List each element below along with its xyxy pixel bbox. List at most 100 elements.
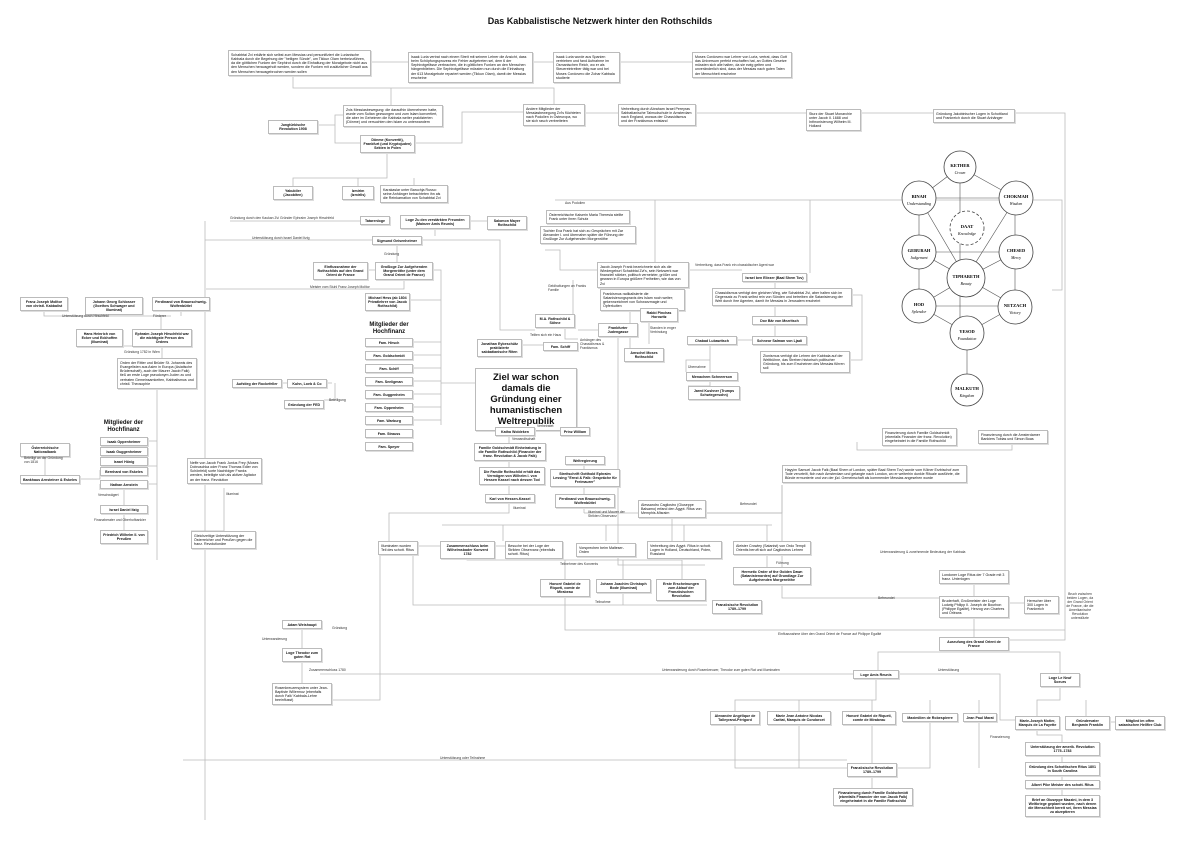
node-member: Nathan Arnstein bbox=[100, 480, 148, 490]
node-horowitz: Rabbi Pinchas Horowitz bbox=[640, 308, 678, 322]
node-fam: Fam. Guggenheim bbox=[365, 390, 413, 400]
node-orden-johannis: Orden der Ritter und Brüder St. Johannis… bbox=[117, 358, 197, 389]
node-grand-orient: Ausrufung des Grand Orient de France bbox=[939, 637, 1009, 651]
node-ecker: Hans Heinrich von Ecker und Eckhoffen (I… bbox=[76, 329, 123, 347]
node-zionismus: Zionismus verfolgt die Lehren der Kabbal… bbox=[760, 351, 850, 374]
label-unterstuetzung: Unterstützung bbox=[938, 668, 960, 672]
node-cagliostro: Alessandro Cagliostro (Giuseppe Balsamo)… bbox=[638, 500, 706, 518]
node-kushner: Jared Kushner (Trumps Schwiegersohn) bbox=[688, 386, 740, 400]
label-geldhaltungen: Geldhaltungen an Franks Familie bbox=[548, 284, 587, 292]
node-izmirim: Izmirim (Izmirlis) bbox=[342, 186, 374, 200]
goal-box: Ziel war schon damals die Gründung einer… bbox=[475, 368, 577, 431]
node-yakubiler: Yakubiler (Jacobiten) bbox=[273, 186, 313, 200]
node-andere-mitglieder: Andere Mitglieder der Messiasbewegung Zv… bbox=[523, 104, 585, 127]
label-foerderer: Förderer bbox=[153, 314, 167, 318]
yesod-name: YESOD bbox=[959, 329, 975, 334]
node-member: Isaak Oppenheimer bbox=[100, 437, 148, 447]
node-schabbtai-zvi: Schabbtai Zvi erklärte sich selbst zum M… bbox=[228, 50, 371, 77]
node-jakobiner: Gründung Jakobinischer Logen in Schottla… bbox=[933, 109, 1015, 123]
sephira-geburah bbox=[901, 234, 937, 270]
node-weishaupt: Adam Weishaupt bbox=[282, 620, 322, 630]
sephira-chokmah bbox=[998, 180, 1034, 216]
label-beteiligung: Beteiligung bbox=[329, 398, 346, 402]
node-member: Israel Daniel Itzig bbox=[100, 505, 148, 515]
node-amschel: Amschel Moses Rothschild bbox=[624, 348, 664, 362]
node-mazzini: Brief an Giuseppe Mazzini, in dem 3 Welt… bbox=[1025, 795, 1100, 818]
label-aus-podolien: Aus Podolien bbox=[565, 201, 585, 205]
label-bruch: Bruch zwischen beiden Logen, da der Gran… bbox=[1066, 592, 1094, 620]
node-stuart: Sturz der Stuart Monarchie unter Jacob I… bbox=[806, 109, 861, 132]
label-gruendung-wien: Gründung 1782 in Wien bbox=[124, 350, 160, 354]
node-prinz: Prinz William bbox=[560, 427, 590, 437]
tiphareth-meaning: Beauty bbox=[960, 281, 971, 286]
node-chabad: Chabad Lubawitsch bbox=[687, 336, 737, 346]
node-ferdinand: Ferdinand von Braunschweig-Wolfenbüttel bbox=[152, 297, 210, 311]
yesod-meaning: Foundation bbox=[957, 336, 977, 341]
label-befreundet: Befreundet bbox=[878, 596, 895, 600]
node-eva-frank: Tochter Eva Frank hat sich zu Gesprächen… bbox=[540, 226, 636, 244]
label-itzig: Unterstützung durch Israel Daniel Itzig bbox=[252, 236, 310, 240]
node-franklin: Gründervater Benjamin Franklin bbox=[1065, 716, 1110, 730]
node-menachem: Menachem Schneerson bbox=[686, 372, 738, 382]
node-robespierre: Maximilien de Robespierre bbox=[902, 713, 958, 723]
label-fuehrung: Führung bbox=[776, 561, 789, 565]
node-bode: Johann Joachim Christoph Bode (Illuminat… bbox=[596, 579, 651, 593]
node-ma-rothschild: M.A. Rothschild & Söhne bbox=[535, 314, 575, 328]
node-fed: Gründung der FED bbox=[284, 400, 324, 410]
hod-meaning: Splendor bbox=[912, 309, 927, 314]
node-member: Friedrich Wilhelm II. von Preußen bbox=[100, 530, 148, 544]
sephira-chesed bbox=[998, 234, 1034, 270]
node-illuminaten: Illuminaten wurden Teil des schott. Ritu… bbox=[378, 541, 418, 555]
node-einfluss-grand-orient: Einflussnahme der Rothschilds auf den Gr… bbox=[313, 262, 368, 280]
node-samuel-falk: Hayyim Samuel Jacob Falk (Baal Shem of L… bbox=[782, 465, 967, 483]
node-gleichzeitige-unterstuetzung: Gleichzeitige Unterstützung der Österrei… bbox=[191, 531, 256, 549]
node-cordovero: Moses Cordovero war Lehrer von Luria, ve… bbox=[692, 52, 792, 79]
node-rockefeller: Aufstieg der Rockefeller bbox=[232, 379, 282, 389]
node-philippe-egalite: Bruderhaft, Großmeister der Loge Ludwig … bbox=[939, 596, 1009, 619]
node-isaak-luria: Isaak Luria vertrat nach einem Streit mi… bbox=[408, 52, 533, 83]
label-teilnahme: Teilnahme bbox=[595, 600, 611, 604]
node-hellfire: Mitglied im offen satanischen Hellfire C… bbox=[1115, 716, 1165, 730]
node-finanz-boas: Finanzierung durch die Amsterdamer Banki… bbox=[978, 430, 1048, 444]
node-fam: Fam. Goldschmidt bbox=[365, 351, 413, 361]
chokmah-meaning: Wisdom bbox=[1010, 201, 1023, 206]
node-amis-reunis: Loge Amis Reunis bbox=[853, 670, 899, 680]
sephira-daat bbox=[949, 210, 985, 246]
node-schott-ritus: Gründung des Schottischen Ritus 1801 in … bbox=[1025, 762, 1100, 776]
label-verbreitung-frank: Verbreitung, dass Frank ein chassidische… bbox=[695, 263, 774, 267]
node-junius-frey: Neffe von Jacob Frank Junius Frey (Moses… bbox=[187, 458, 262, 485]
node-frankismus: Frankismus radikalisierte die Satanisier… bbox=[600, 289, 685, 312]
label-verwandtschaft: Verwandtschaft bbox=[512, 437, 536, 441]
node-maria-theresia: Österreichische Kaiserin Maria Theresia … bbox=[546, 210, 630, 224]
label-illuminat-maurer: Illuminat und Maurer der Strikten Observ… bbox=[588, 510, 625, 518]
node-aegypt-ritus: Verbreitung des Ägypt. Ritus in schott. … bbox=[647, 541, 722, 559]
netzach-name: NETZACH bbox=[1004, 303, 1027, 308]
node-eybeschuetz: Jonathan Eybeschütz praktizierte sabbati… bbox=[477, 339, 522, 357]
netzach-meaning: Victory bbox=[1009, 310, 1021, 315]
node-member: Israel Hönig bbox=[100, 457, 148, 467]
node-fam: Fam. Seeligman bbox=[365, 377, 413, 387]
node-luria-spanien: Isaak Luria wurde aus Spanien vertrieben… bbox=[553, 52, 620, 83]
sephira-netzach bbox=[997, 289, 1033, 325]
node-fam: Fam. Hirsch bbox=[365, 338, 413, 348]
node-karakaslar: Karakaslar unter Baruchja Russo: seine A… bbox=[380, 185, 448, 203]
node-weltregierung: Weltregierung bbox=[565, 456, 605, 466]
geburah-meaning: Judgement bbox=[910, 255, 928, 260]
hod-name: HOD bbox=[914, 302, 925, 307]
sephira-binah bbox=[901, 180, 937, 216]
node-doenme: Dönme (Konvertit), Frankfurt (und Krypto… bbox=[360, 135, 415, 153]
label-finanzberater: Finanzberater und Oberhofbankier bbox=[94, 518, 146, 522]
chesed-name: CHESED bbox=[1007, 248, 1026, 253]
heading-hochfinanz: Mitglieder der Hochfinanz bbox=[369, 322, 409, 335]
node-goldschmidt-fam: Familie Goldschmidt Einheiratung in die … bbox=[474, 443, 546, 461]
node-morgenroethe: Großloge Zur Aufgehenden Morgenröthe (un… bbox=[375, 262, 433, 280]
label-uebernahme: Übernahme bbox=[688, 365, 706, 369]
node-hirschfeld: Ephraim Joseph Hirschfeld war die wichti… bbox=[132, 329, 192, 347]
node-jacob-frank: Jacob Joseph Frank bezeichnete sich als … bbox=[597, 262, 689, 289]
label-unterwanderung-kabbala: Unterwanderung & zunehmende Bedeutung de… bbox=[880, 550, 966, 554]
node-zvi-movement: Zvis Messiasbewegung: die daraufhin über… bbox=[343, 105, 443, 128]
node-fam: Fam. Strauss bbox=[365, 429, 413, 439]
node-neuf-soeurs: Loge Le Neuf Soeurs bbox=[1040, 673, 1080, 687]
label-unterstuetzung-hirschfeld: Unterstützung durch Hirschfeld bbox=[62, 314, 109, 318]
